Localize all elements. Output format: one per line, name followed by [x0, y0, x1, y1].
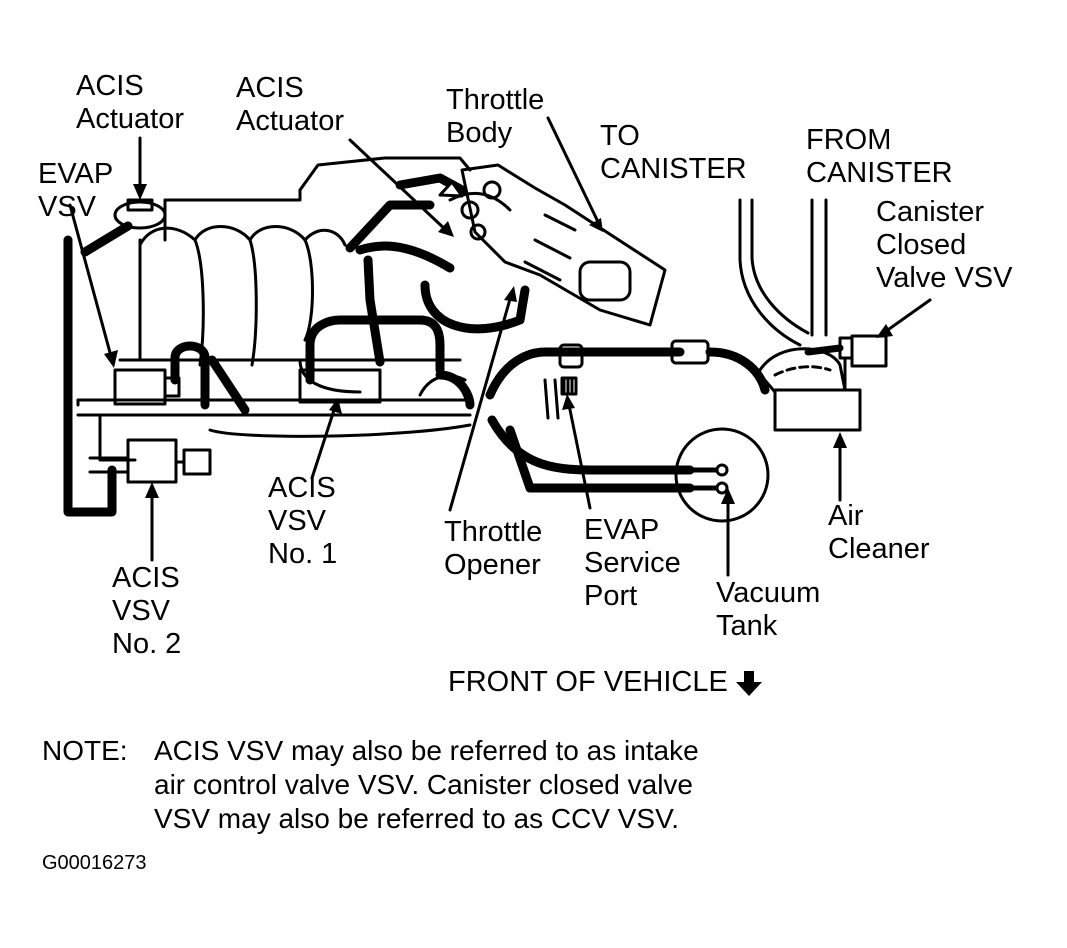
- label-evap-vsv: EVAP VSV: [38, 158, 114, 223]
- label-acis-vsv-no2: ACIS VSV No. 2: [112, 562, 182, 660]
- ccv-vsv: [838, 334, 888, 392]
- thin-hoses: [418, 191, 828, 420]
- note-prefix: NOTE:: [42, 735, 128, 766]
- intake-manifold: [76, 156, 472, 462]
- arrow-down-icon: [735, 671, 762, 697]
- label-vacuum-tank: Vacuum Tank: [716, 577, 821, 642]
- front-of-vehicle: FRONT OF VEHICLE: [448, 666, 764, 699]
- evap-vsv-box: [113, 368, 181, 406]
- label-air-cleaner: Air Cleaner: [828, 500, 930, 565]
- figure-id: G00016273: [42, 852, 147, 874]
- label-evap-service-port: EVAP Service Port: [584, 514, 681, 612]
- label-acis-actuator-left: ACIS Actuator: [76, 70, 184, 135]
- leader-lines: [68, 116, 932, 577]
- label-throttle-body: Throttle Body: [446, 84, 545, 149]
- arrowheads: [104, 184, 893, 504]
- label-throttle-opener: Throttle Opener: [444, 516, 543, 581]
- front-of-vehicle-text: FRONT OF VEHICLE: [448, 666, 728, 698]
- vacuum-hoses: [63, 173, 770, 517]
- acis-vsv-no1-box: [298, 368, 382, 404]
- acis-actuator-left: [113, 198, 167, 230]
- label-from-canister: FROM CANISTER: [806, 124, 953, 189]
- label-to-canister: TO CANISTER: [600, 120, 747, 185]
- hose-coupling: [670, 339, 710, 365]
- evap-service-port: [558, 343, 584, 396]
- acis-vsv-no2-box: [88, 438, 212, 484]
- note-text: ACIS VSV may also be referred to as inta…: [154, 735, 699, 834]
- label-acis-vsv-no1: ACIS VSV No. 1: [268, 472, 338, 570]
- label-canister-closed-valve-vsv: Canister Closed Valve VSV: [876, 196, 1013, 294]
- vacuum-tank: [674, 427, 770, 523]
- label-acis-actuator-mid: ACIS Actuator: [236, 72, 344, 137]
- throttle-body: [438, 163, 667, 327]
- air-cleaner: [756, 344, 862, 432]
